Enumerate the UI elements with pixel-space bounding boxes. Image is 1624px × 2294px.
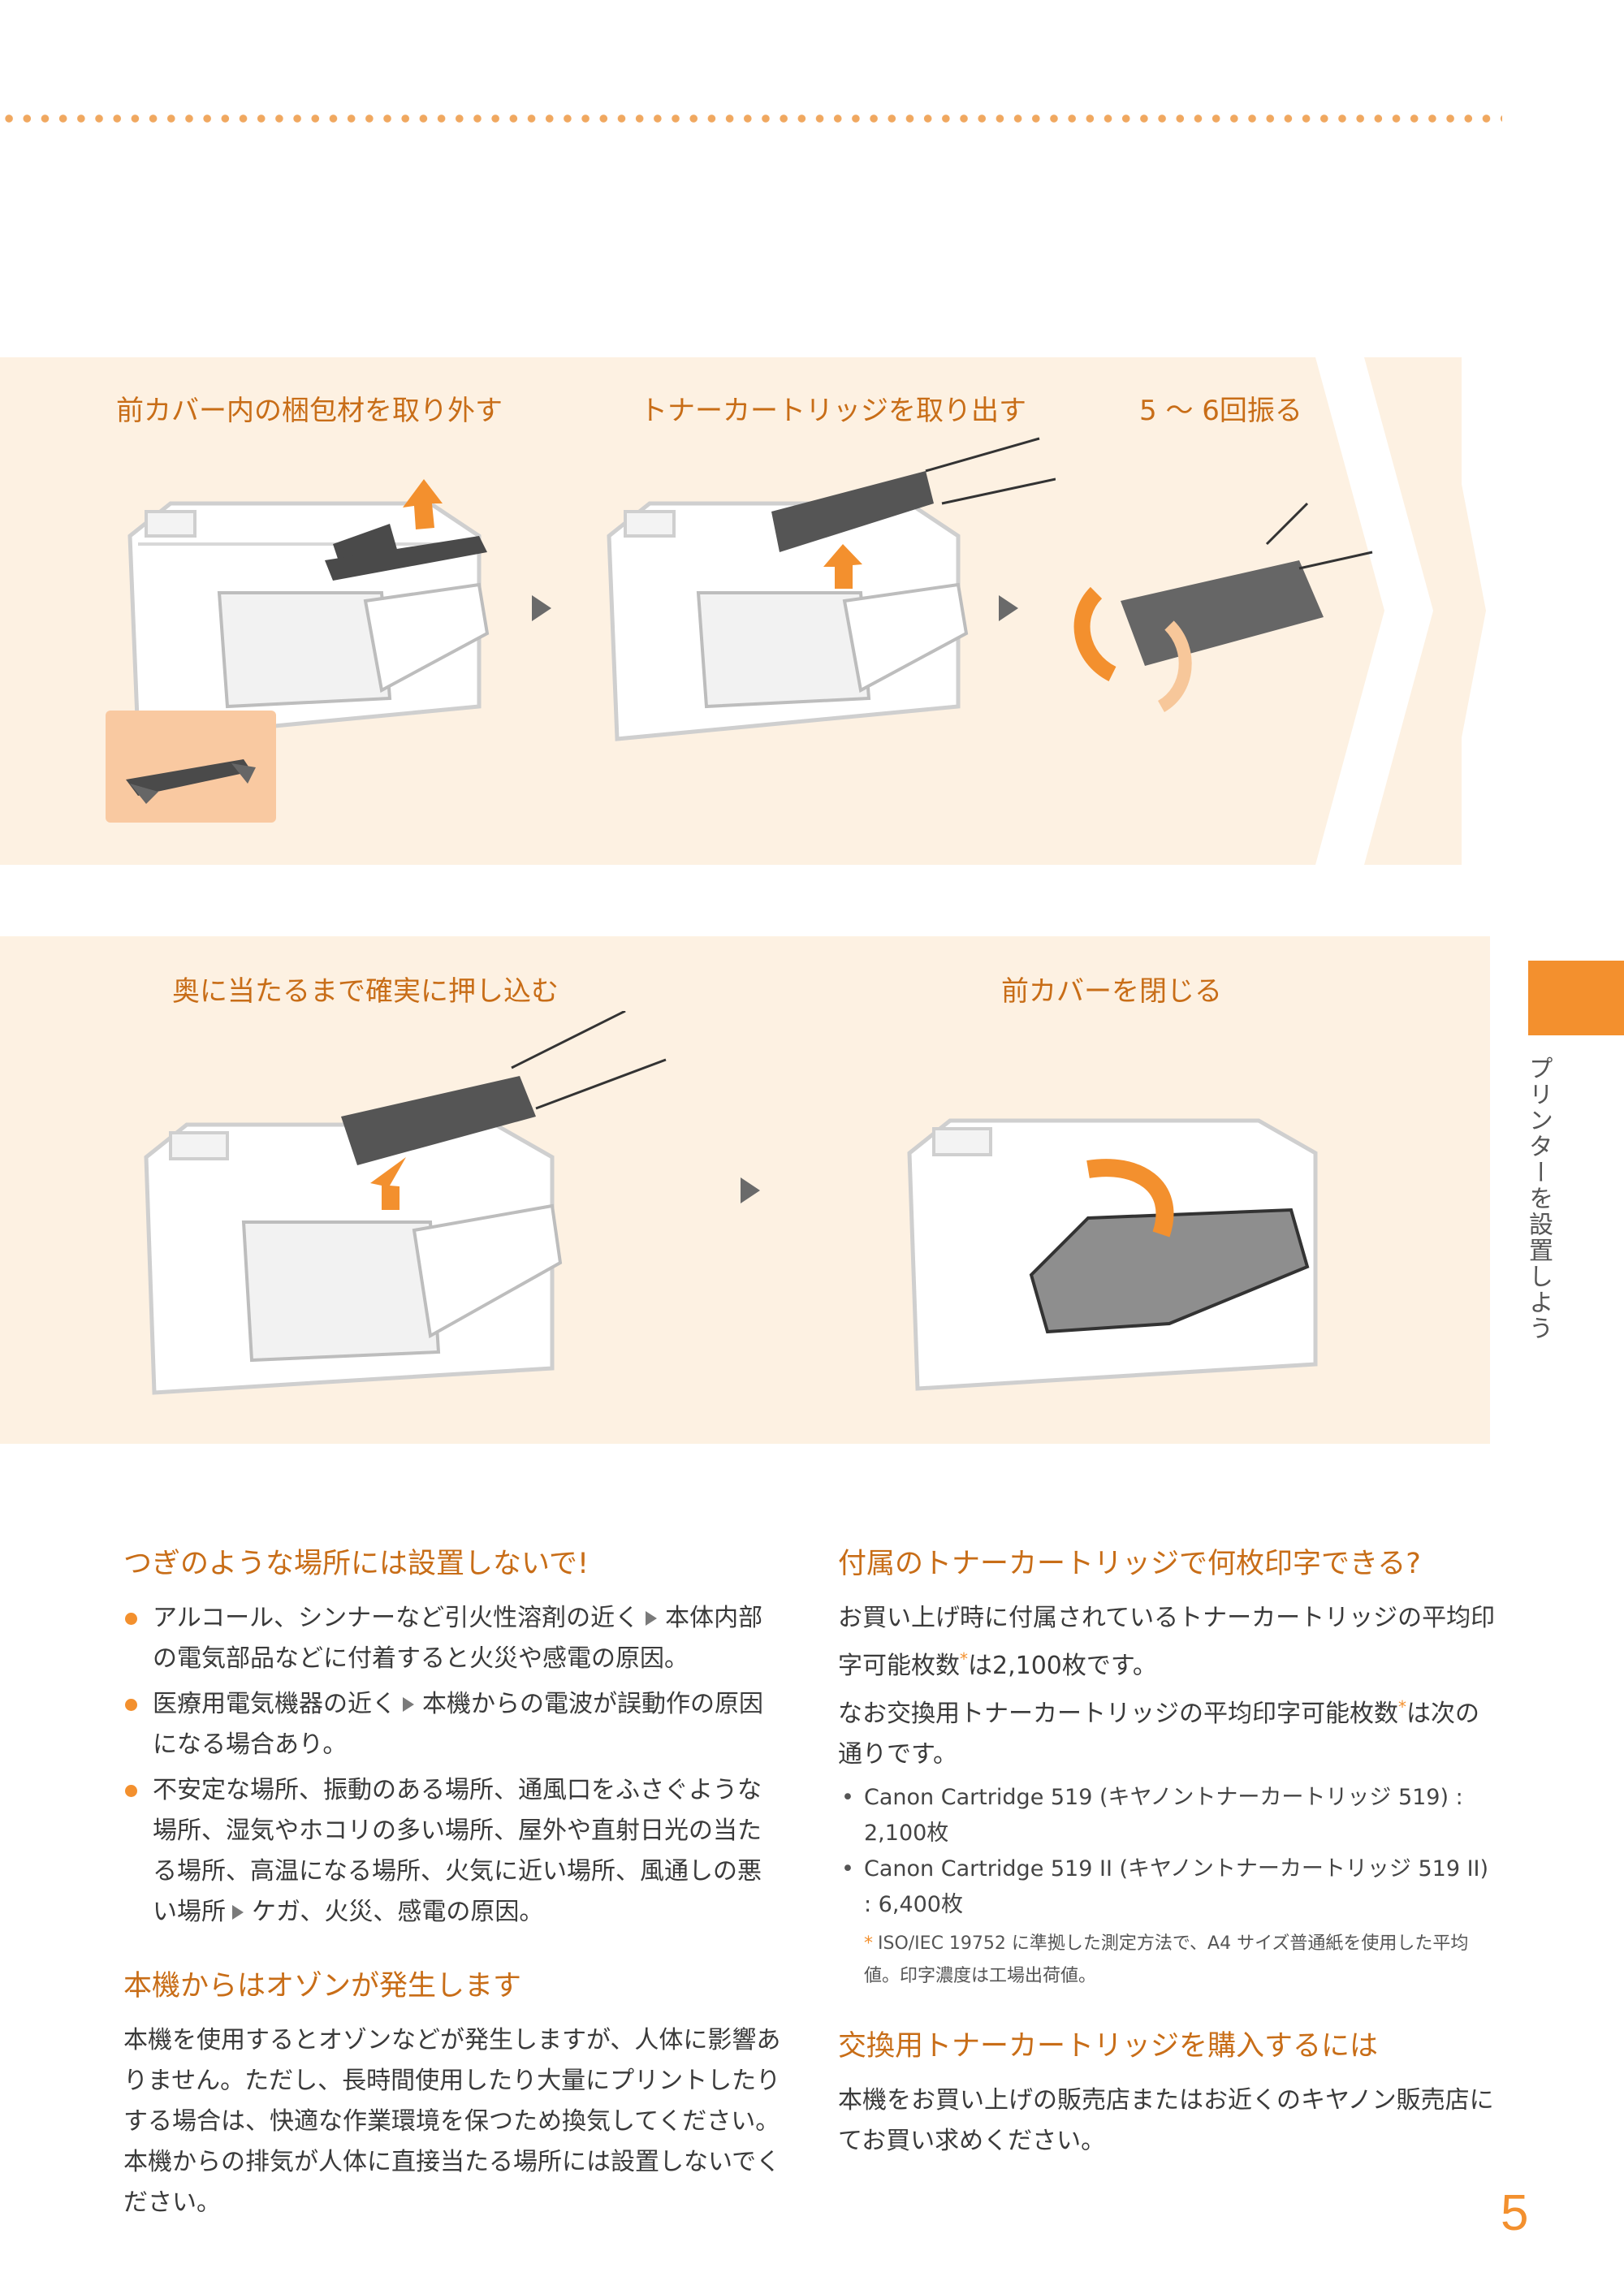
ozone-paragraph: 本機を使用するとオゾンなどが発生しますが、人体に影響ありません。ただし、長時間使… xyxy=(123,2026,781,2217)
left-notes-column: つぎのような場所には設置しないで! アルコール、シンナーなど引火性溶剤の近く本体… xyxy=(123,1543,781,2223)
list-item: 医療用電気機器の近く本機からの電波が誤動作の原因になる場合あり。 xyxy=(123,1684,781,1765)
printer-illustration-take-out-cartridge xyxy=(607,437,1056,741)
step-arrow-3 xyxy=(741,1177,760,1203)
list-item: アルコール、シンナーなど引火性溶剤の近く本体内部の電気部品などに付着すると火災や… xyxy=(123,1598,781,1679)
packing-material-inset xyxy=(106,711,276,823)
printer-illustration-close-cover xyxy=(907,1118,1318,1391)
step-title-remove-packing: 前カバー内の梱包材を取り外す xyxy=(116,395,503,427)
printer-illustration-push-in xyxy=(144,1011,667,1395)
step-arrow-2 xyxy=(999,595,1018,621)
right-notes-column: 付属のトナーカートリッジで何枚印字できる? お買い上げ時に付属されているトナーカ… xyxy=(838,1543,1496,2162)
list-item: 不安定な場所、振動のある場所、通風口をふさぐような場所、湿気やホコリの多い場所、… xyxy=(123,1770,781,1933)
yield-paragraph-2: なお交換用トナーカートリッジの平均印字可能枚数*は次の通りです。 xyxy=(838,1697,1479,1769)
heading-purchase-cartridge: 交換用トナーカートリッジを購入するには xyxy=(838,2030,1379,2063)
step-title-take-out-cartridge: トナーカートリッジを取り出す xyxy=(640,395,1026,427)
heading-ozone: 本機からはオゾンが発生します xyxy=(123,1970,522,2002)
cartridge-yield-list: Canon Cartridge 519 (キヤノントナーカートリッジ 519) … xyxy=(838,1780,1496,1923)
dotted-divider xyxy=(0,114,1502,123)
measurement-note: *ISO/IEC 19752 に準拠した測定方法で、A4 サイズ普通紙を使用した… xyxy=(864,1933,1469,1986)
step-title-shake: 5 〜 6回振る xyxy=(1139,395,1302,427)
result-arrow-icon xyxy=(403,1696,414,1712)
purchase-paragraph: 本機をお買い上げの販売店またはお近くのキヤノン販売店にてお買い求めください。 xyxy=(838,2086,1494,2155)
cartridge-shake-illustration xyxy=(1073,502,1373,712)
do-not-install-list: アルコール、シンナーなど引火性溶剤の近く本体内部の電気部品などに付着すると火災や… xyxy=(123,1598,781,1933)
result-arrow-icon xyxy=(646,1610,658,1626)
list-item: Canon Cartridge 519 II (キヤノントナーカートリッジ 51… xyxy=(838,1851,1496,1923)
chevron-arrow-decoration xyxy=(1315,357,1486,865)
heading-do-not-install: つぎのような場所には設置しないで! xyxy=(123,1548,589,1580)
result-arrow-icon xyxy=(232,1904,244,1920)
chapter-tab[interactable] xyxy=(1528,961,1624,1035)
heading-cartridge-yield: 付属のトナーカートリッジで何枚印字できる? xyxy=(838,1548,1421,1580)
step-title-push-in: 奥に当たるまで確実に押し込む xyxy=(172,975,559,1008)
chapter-tab-label: プリンターを設置しよう xyxy=(1524,1056,1553,1341)
list-item: Canon Cartridge 519 (キヤノントナーカートリッジ 519) … xyxy=(838,1780,1496,1851)
step-title-close-cover: 前カバーを閉じる xyxy=(1001,975,1222,1008)
step-arrow-1 xyxy=(532,595,551,621)
page-number: 5 xyxy=(1501,2185,1529,2241)
yield-paragraph-1: お買い上げ時に付属されているトナーカートリッジの平均印字可能枚数*は2,100枚… xyxy=(838,1604,1496,1680)
printer-illustration-remove-packing xyxy=(127,479,490,741)
